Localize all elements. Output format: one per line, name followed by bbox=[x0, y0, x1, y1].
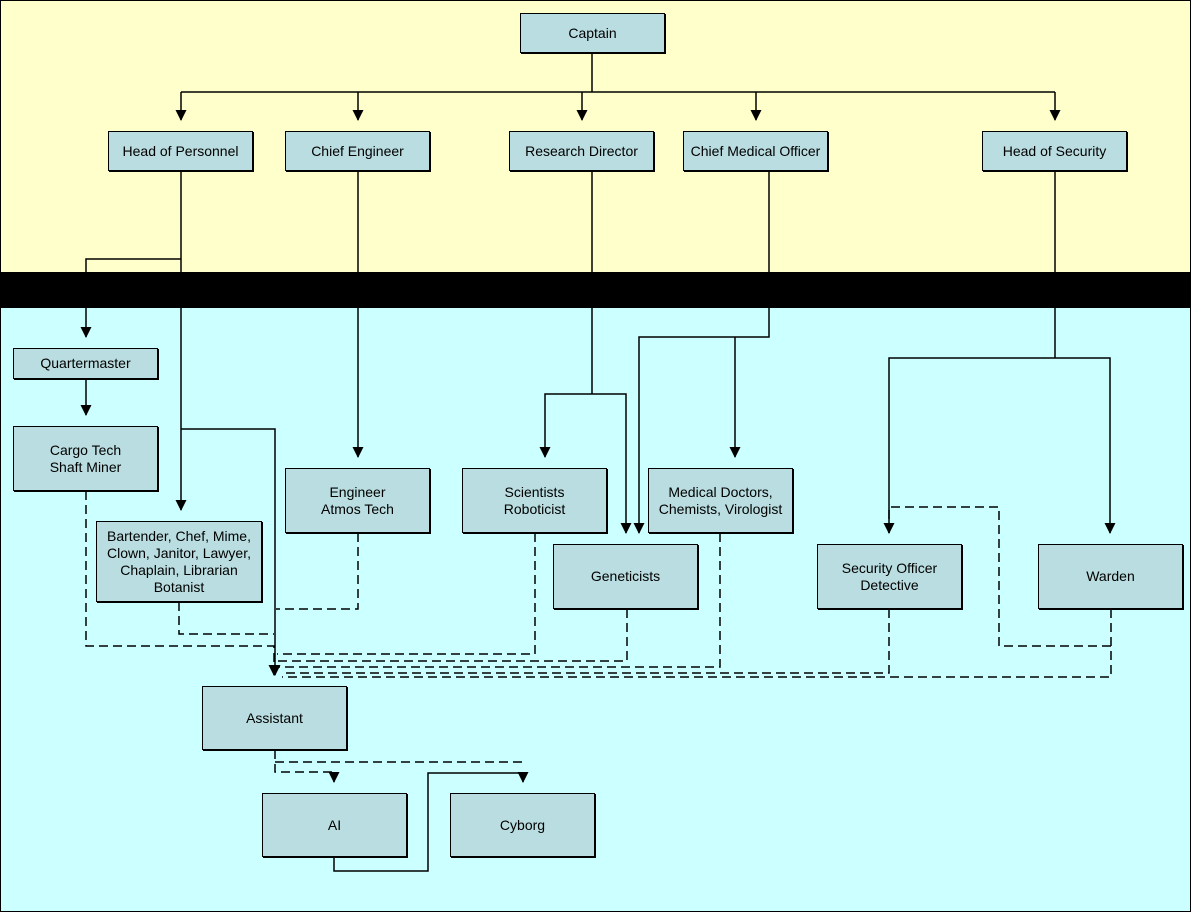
edge-rd-genetics bbox=[592, 393, 632, 534]
genetics-node: Geneticists bbox=[553, 544, 698, 609]
edge-cargo-assistant bbox=[85, 491, 280, 676]
cyborg-node: Cyborg bbox=[450, 793, 595, 857]
civilian-node: Bartender, Chef, Mime, Clown, Janitor, L… bbox=[96, 521, 262, 602]
head-of-security-node: Head of Security bbox=[982, 131, 1127, 171]
edge-hos-security bbox=[883, 357, 1055, 534]
head-of-personnel-node: Head of Personnel bbox=[108, 131, 253, 171]
band-separator bbox=[0, 272, 1191, 308]
warden-node: Warden bbox=[1038, 544, 1183, 609]
edge-genetics-assistant bbox=[278, 609, 628, 662]
edge-science-assistant bbox=[277, 533, 536, 655]
edge-medical-assistant bbox=[279, 533, 721, 668]
edge-warden-assistant bbox=[282, 609, 1112, 678]
quartermaster-node: Quartermaster bbox=[13, 348, 158, 379]
edge-cmo-genetics bbox=[633, 336, 735, 534]
edge-cmo-trunk bbox=[735, 171, 770, 338]
chief-engineer-node: Chief Engineer bbox=[285, 131, 430, 171]
cargo-node: Cargo Tech Shaft Miner bbox=[13, 426, 158, 491]
edge-hop-qm bbox=[80, 258, 181, 338]
medical-node: Medical Doctors, Chemists, Virologist bbox=[648, 468, 793, 533]
edge-rd-science bbox=[539, 393, 592, 458]
science-node: Scientists Roboticist bbox=[462, 468, 607, 533]
security-officer-node: Security Officer Detective bbox=[817, 544, 962, 609]
edge-civilian-assistant bbox=[178, 602, 274, 635]
edge-assistant-ai bbox=[274, 750, 340, 783]
crew-band bbox=[1, 308, 1190, 911]
captain-node: Captain bbox=[520, 13, 665, 53]
edge-engineer-assistant bbox=[276, 533, 359, 610]
research-director-node: Research Director bbox=[509, 131, 654, 171]
edge-security-assistant bbox=[281, 609, 890, 674]
edge-ai-cyborg bbox=[333, 772, 529, 872]
engineer-node: Engineer Atmos Tech bbox=[285, 468, 430, 533]
ai-node: AI bbox=[262, 793, 407, 857]
edge-hop-assistant bbox=[181, 428, 281, 676]
edge-hos-warden bbox=[1055, 357, 1116, 534]
edge-warden-security bbox=[888, 506, 1111, 647]
assistant-node: Assistant bbox=[202, 686, 347, 750]
chief-medical-officer-node: Chief Medical Officer bbox=[683, 131, 828, 171]
